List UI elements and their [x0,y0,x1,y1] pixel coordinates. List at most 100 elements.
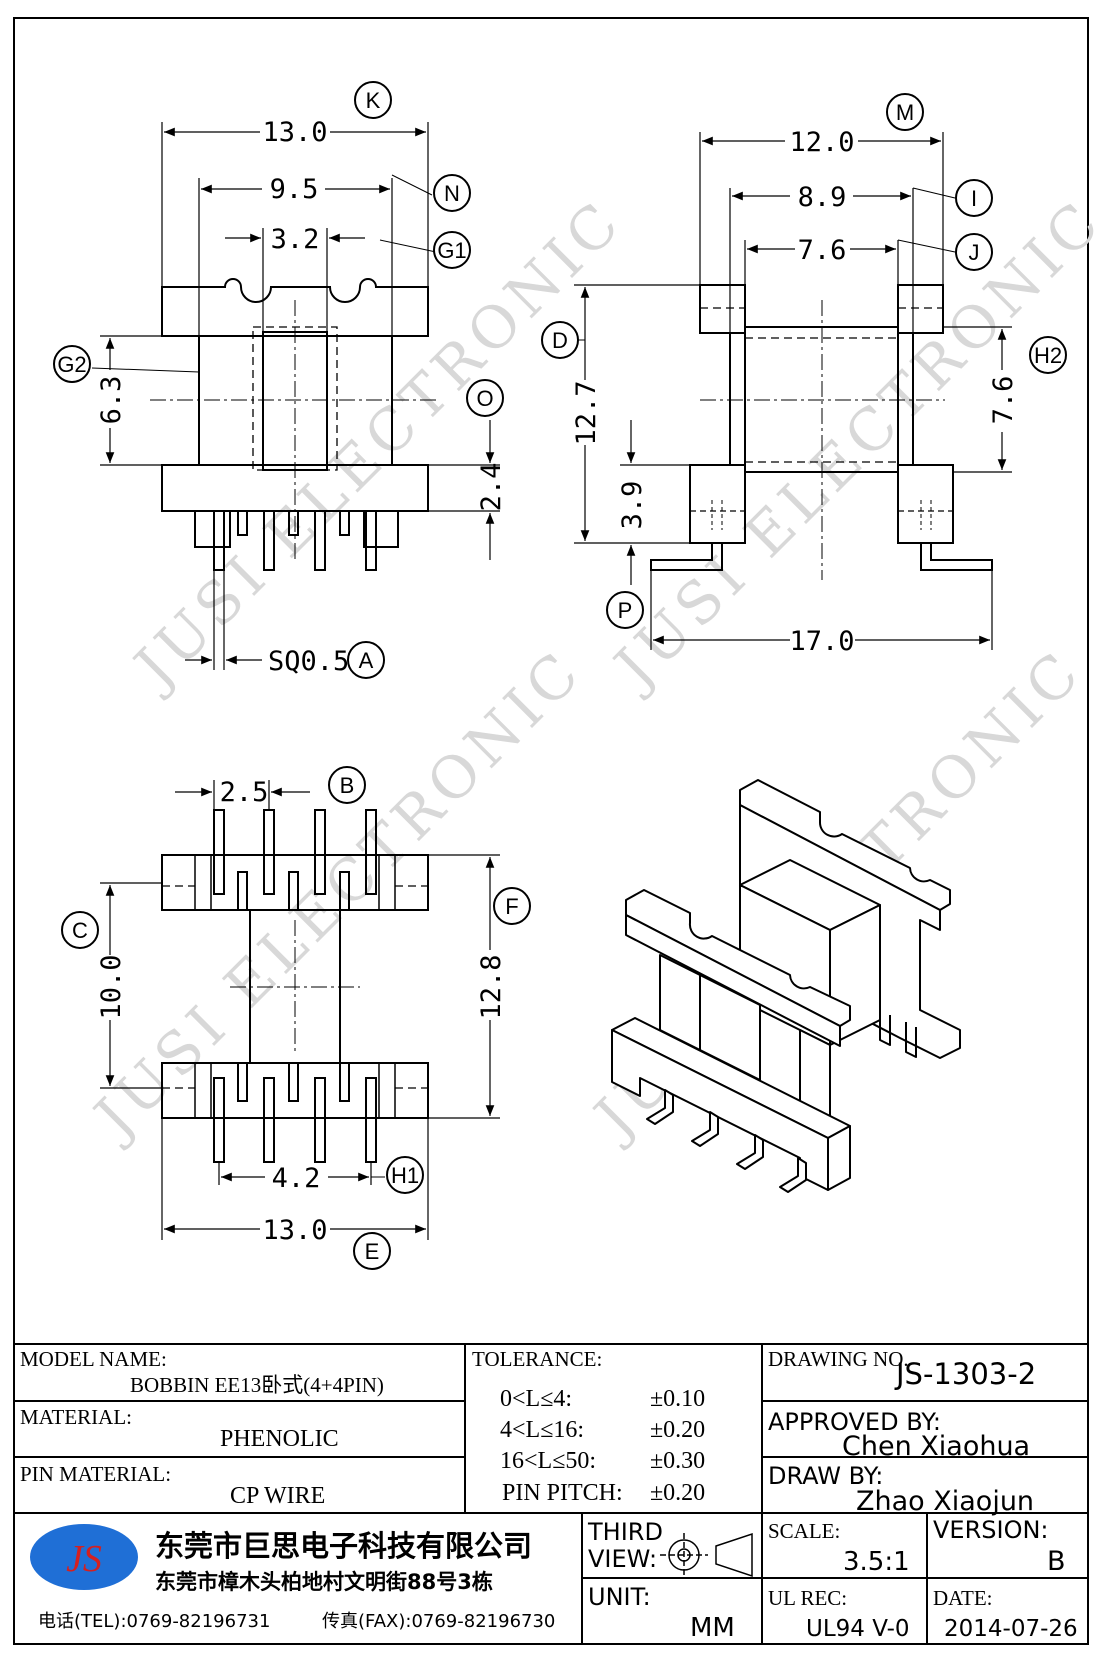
pin-material-value: CP WIRE [230,1483,325,1509]
plan-dim-4-2: 4.2 [272,1163,321,1194]
side-dim-8-9: 8.9 [798,182,847,213]
front-dim-6-3: 6.3 [96,376,127,425]
iso-pin [736,1134,764,1170]
front-base-foot-left [194,511,231,548]
projection-symbol-icon [660,1532,753,1578]
iso-back-pins [879,1010,917,1058]
callout-i-label: I [971,186,977,211]
plan-view [100,780,500,1240]
front-dim-sq0-5: SQ0.5 [268,646,349,677]
date-value: 2014-07-26 [944,1616,1078,1642]
plan-dim-12-8: 12.8 [476,954,507,1019]
front-pin [365,510,377,571]
callout-e [353,1232,391,1270]
drawing-no-value: JS-1303-2 [894,1357,1036,1391]
side-dim-3-9: 3.9 [617,481,648,530]
tolerance-value-3: ±0.30 [650,1448,705,1474]
callout-f [493,887,531,925]
third-view-label-1: THIRD [587,1518,663,1546]
watermark-group: JUSI ELECTRONIC JUSI ELECTRONIC JUSI ELE… [78,186,1103,1153]
side-dim-12-0: 12.0 [789,127,854,158]
front-pin [314,510,326,571]
tolerance-value-4: ±0.20 [650,1480,705,1506]
callout-g1-label: G1 [437,238,466,263]
front-pin [213,510,225,571]
side-dim-7-6-top: 7.6 [798,235,847,266]
side-dim-17-0: 17.0 [789,626,854,657]
callout-g2-label: G2 [57,352,86,377]
front-dim-3-2: 3.2 [271,224,320,255]
side-callouts: M I J D H2 P [541,93,1067,629]
plan-callouts: B C F H1 E [61,766,531,1270]
plan-pin [365,809,377,895]
iso-pin [779,1157,807,1193]
tolerance-range-4: PIN PITCH: [502,1480,623,1506]
callout-o-label: O [476,386,493,411]
plan-pin [365,1077,377,1163]
front-callouts: K N G1 G2 O A [53,81,504,679]
callout-n [433,174,471,212]
approved-label: APPROVED BY: [768,1408,941,1436]
side-pin-right [920,543,993,571]
front-view [91,122,500,670]
unit-label: UNIT: [588,1583,651,1611]
plan-pin [314,1077,326,1163]
front-base-foot-right [363,511,399,548]
callout-g1 [433,231,471,269]
plan-pin [213,809,225,895]
pin-material-label: PIN MATERIAL: [20,1462,171,1486]
approved-value: Chen Xiaohua [842,1431,1030,1462]
side-post-left [729,332,746,466]
callout-p-label: P [618,598,633,623]
watermark-text-1: JUSI ELECTRONIC [118,186,635,703]
callout-p [606,591,644,629]
callout-a-label: A [359,648,374,673]
iso-pin [646,1089,674,1125]
material-value: PHENOLIC [220,1426,339,1452]
side-leader [912,187,956,199]
plan-dim-13-0: 13.0 [262,1215,327,1246]
front-dim-9-5: 9.5 [270,174,319,205]
side-view-text: 12.0 8.9 7.6 12.7 3.9 7.6 17.0 [571,127,1019,657]
front-pin-stub [288,510,299,536]
iso-base-side [827,1125,851,1191]
company-logo-text: JS [66,1538,102,1580]
plan-pin [314,809,326,895]
callout-m-label: M [896,100,914,125]
drawing-no-label: DRAWING NO. [768,1347,909,1371]
iso-front-flange-face [625,914,841,1047]
callout-h1 [386,1156,424,1194]
side-dim-7-6-right: 7.6 [988,376,1019,425]
ul-rec-label: UL REC: [768,1586,847,1610]
front-leader [391,174,433,196]
plan-pin-stub [237,871,248,911]
plan-dim-10-0: 10.0 [96,954,127,1019]
callout-k [354,81,392,119]
front-view-text: 13.0 9.5 3.2 6.3 2.4 SQ0.5 [96,117,507,677]
tolerance-range-1: 0<L≤4: [500,1386,572,1412]
company-address: 东莞市樟木头柏地村文明街88号3栋 [155,1570,493,1594]
callout-i [955,179,993,217]
side-top-block-left [699,284,746,334]
callout-c-label: C [72,918,88,943]
callout-e-label: E [365,1239,380,1264]
callout-n-label: N [444,181,460,206]
callout-j [955,233,993,271]
plan-pin [213,1077,225,1163]
callout-m [886,93,924,131]
front-pin [263,510,275,571]
plan-pin-stub [339,871,350,911]
callout-b [328,766,366,804]
callout-d-label: D [552,328,568,353]
plan-slot [378,854,396,911]
version-label: VERSION: [933,1516,1049,1544]
title-block-text: MODEL NAME: BOBBIN EE13卧式(4+4PIN) MATERI… [20,1347,1078,1643]
callout-j-label: J [969,240,980,265]
front-dim-13-0: 13.0 [262,117,327,148]
tolerance-value-1: ±0.10 [650,1386,705,1412]
front-leader [379,239,437,253]
callout-c [61,911,99,949]
plan-slot [194,854,212,911]
callout-b-label: B [340,773,355,798]
